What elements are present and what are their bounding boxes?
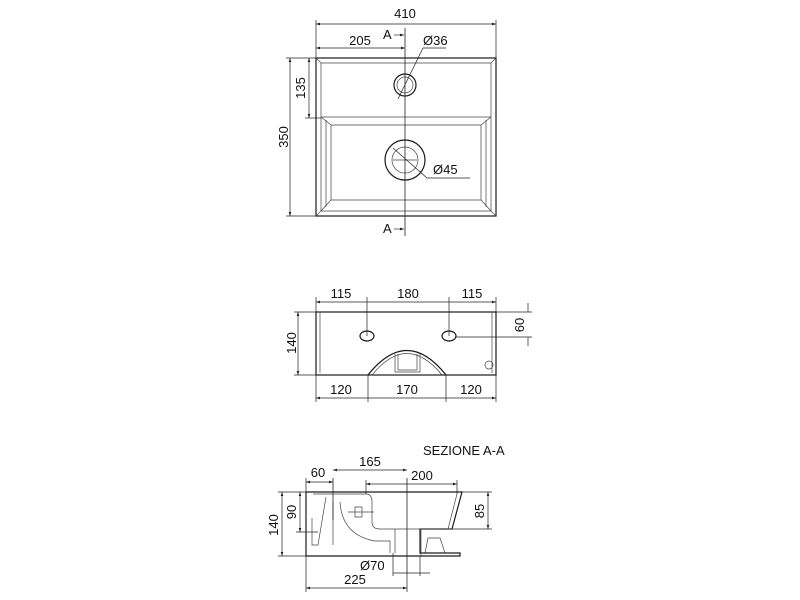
dim-deck-height: 90 [284,505,299,519]
section-title: SEZIONE A-A [423,443,505,458]
section-outline [305,491,463,557]
dim-half-width: 205 [349,33,371,48]
back-outline [315,311,497,376]
dim-bottom-left: 120 [330,382,352,397]
top-view: 410 205 350 135 Ø36 Ø45 A A [276,6,497,236]
dim-drain-diameter: Ø70 [360,558,385,573]
dim-back-offset: 60 [311,465,325,480]
dim-bottom-mid: 170 [396,382,418,397]
dim-basin-width: 200 [411,468,433,483]
dim-top-left: 115 [331,286,352,301]
dim-top-right: 115 [462,286,483,301]
dim-bottom-right: 120 [460,382,482,397]
back-view: 115 180 115 60 140 120 170 120 [284,286,532,402]
dim-top-mid: 180 [397,286,419,301]
dim-hole-height: 60 [512,318,527,332]
dim-basin-depth: 85 [472,504,487,518]
section-mark-top: A [383,27,392,42]
dim-back-to-drain: 225 [344,572,366,587]
dim-tap-to-drain: 165 [359,454,381,469]
dim-depth: 350 [276,126,291,148]
dim-deck-depth: 135 [293,77,308,99]
dim-width: 410 [394,6,416,21]
dim-height: 140 [266,514,281,536]
section-view: SEZIONE A-A 165 60 200 140 90 85 Ø70 225 [266,443,505,592]
section-mark-bottom: A [383,221,392,236]
dim-height: 140 [284,332,299,354]
waste-arch [367,350,447,376]
label-tap-hole: Ø36 [423,33,448,48]
label-drain: Ø45 [433,162,458,177]
basin-outline [315,57,497,217]
